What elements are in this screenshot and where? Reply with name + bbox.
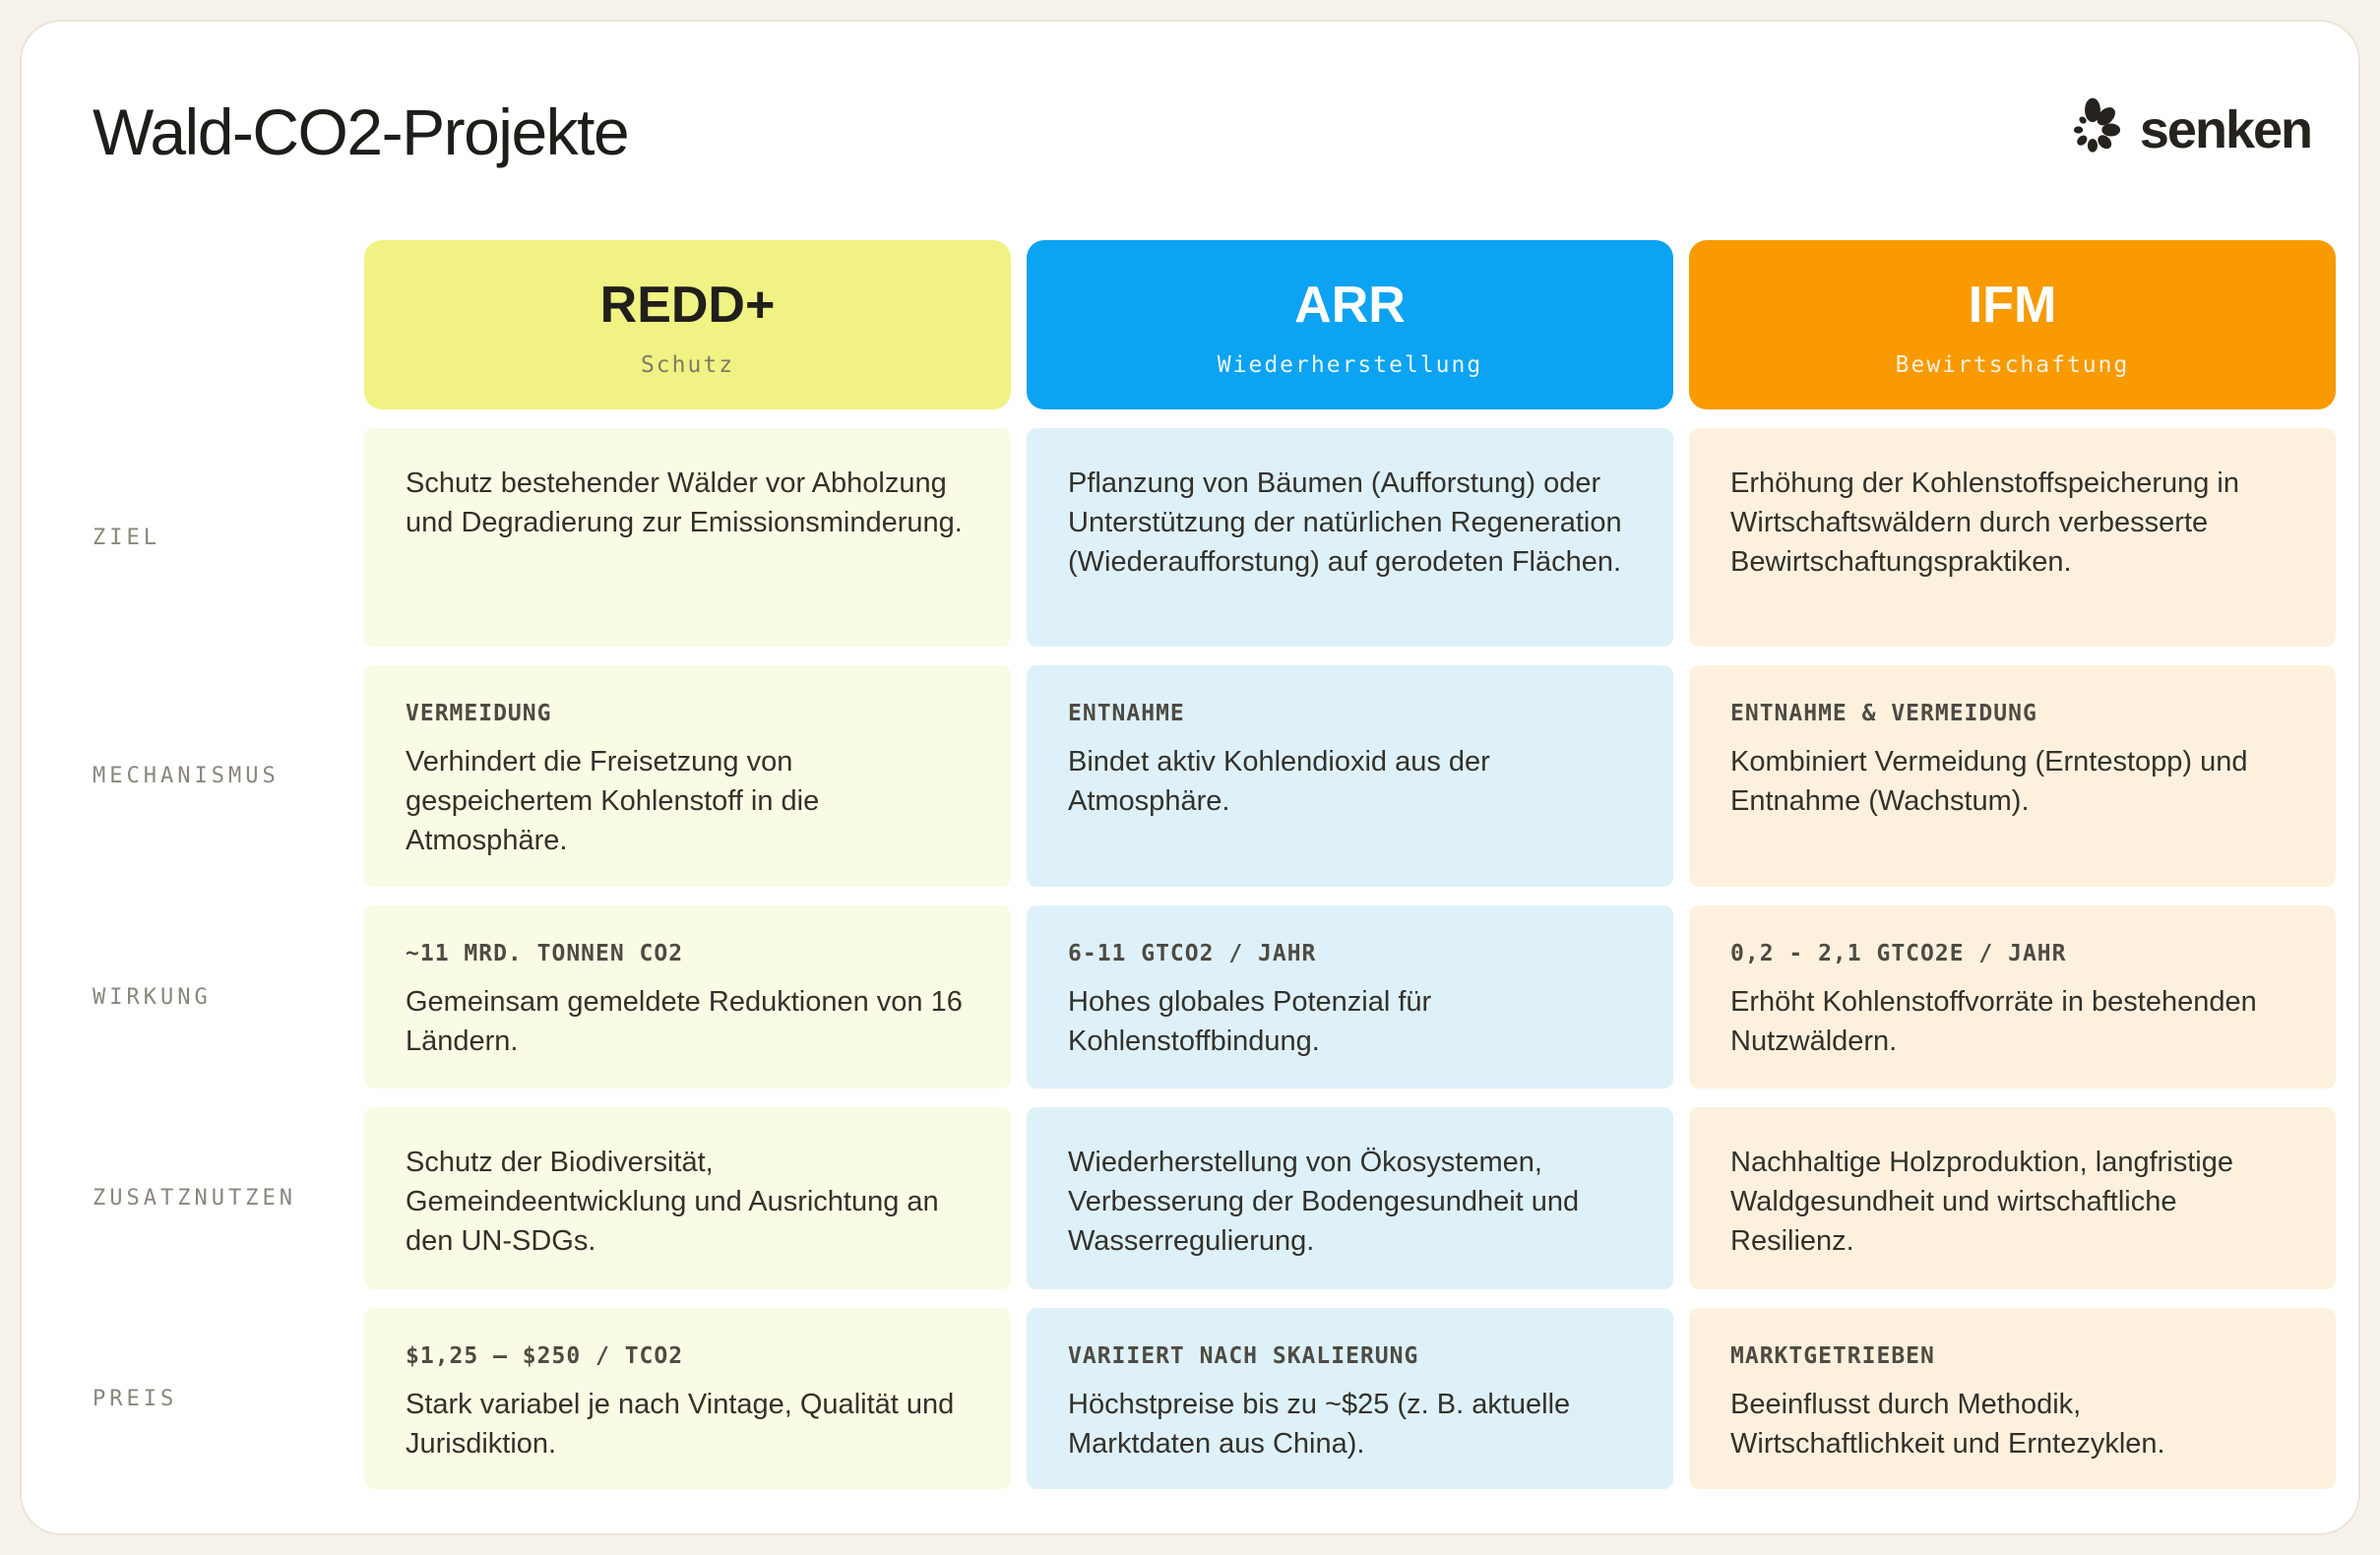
column-title: IFM — [1968, 277, 2057, 334]
row-label-preis: PREIS — [93, 1386, 178, 1411]
cell-tag: 0,2 - 2,1 GTCO2E / JAHR — [1730, 941, 2067, 966]
cell-tag: ENTNAHME — [1068, 701, 1185, 726]
column-header-arr: ARR Wiederherstellung — [1027, 240, 1673, 409]
cell-preis-ifm: MARKTGETRIEBEN Beeinflusst durch Methodi… — [1689, 1308, 2336, 1489]
row-label-zusatznutzen: ZUSATZNUTZEN — [93, 1186, 296, 1211]
cell-body: Verhindert die Freisetzung von gespeiche… — [406, 746, 820, 856]
cell-body: Wiederherstellung von Ökosystemen, Verbe… — [1068, 1147, 1580, 1257]
cell-zusatznutzen-ifm: Nachhaltige Holzproduktion, langfristige… — [1689, 1107, 2336, 1289]
cell-tag: 6-11 GTCO2 / JAHR — [1068, 941, 1317, 966]
cell-mechanismus-arr: ENTNAHME Bindet aktiv Kohlendioxid aus d… — [1027, 665, 1673, 887]
column-subtitle: Schutz — [640, 352, 735, 378]
cell-ziel-redd: Schutz bestehender Wälder vor Abholzung … — [364, 428, 1011, 647]
column-title: ARR — [1294, 277, 1406, 334]
cell-preis-redd: $1,25 — $250 / TCO2 Stark variabel je na… — [364, 1308, 1011, 1489]
column-header-ifm: IFM Bewirtschaftung — [1689, 240, 2336, 409]
header-spacer — [93, 240, 348, 409]
infographic-card: Wald-CO2-Projekte senken REDD+ — [20, 20, 2360, 1535]
column-subtitle: Bewirtschaftung — [1895, 352, 2130, 378]
cell-body: Schutz der Biodiversität, Gemeindeentwic… — [406, 1147, 939, 1257]
cell-body: Gemeinsam gemeldete Reduktionen von 16 L… — [406, 986, 963, 1057]
cell-tag: VERMEIDUNG — [406, 701, 552, 726]
cell-wirkung-redd: ~11 MRD. TONNEN CO2 Gemeinsam gemeldete … — [364, 905, 1011, 1088]
cell-tag: VARIIERT NACH SKALIERUNG — [1068, 1343, 1419, 1369]
cell-zusatznutzen-arr: Wiederherstellung von Ökosystemen, Verbe… — [1027, 1107, 1673, 1289]
column-header-redd: REDD+ Schutz — [364, 240, 1011, 409]
cell-body: Erhöht Kohlenstoffvorräte in bestehenden… — [1730, 986, 2257, 1057]
comparison-table: REDD+ Schutz ARR Wiederherstellung IFM B… — [93, 240, 2336, 1489]
cell-ziel-arr: Pflanzung von Bäumen (Aufforstung) oder … — [1027, 428, 1673, 647]
page-title: Wald-CO2-Projekte — [93, 95, 630, 168]
cell-tag: ~11 MRD. TONNEN CO2 — [406, 941, 684, 966]
row-label-ziel: ZIEL — [93, 525, 160, 550]
cell-body: Kombiniert Vermeidung (Erntestopp) und E… — [1730, 746, 2248, 817]
senken-logo-text: senken — [2139, 100, 2313, 159]
cell-tag: $1,25 — $250 / TCO2 — [406, 1343, 684, 1369]
cell-body: Bindet aktiv Kohlendioxid aus der Atmosp… — [1068, 746, 1490, 817]
cell-ziel-ifm: Erhöhung der Kohlenstoffspeicherung in W… — [1689, 428, 2336, 647]
cell-body: Stark variabel je nach Vintage, Qualität… — [406, 1389, 955, 1460]
cell-body: Erhöhung der Kohlenstoffspeicherung in W… — [1730, 467, 2240, 578]
cell-tag: ENTNAHME & VERMEIDUNG — [1730, 701, 2037, 726]
column-subtitle: Wiederherstellung — [1217, 352, 1483, 378]
senken-flower-icon — [2057, 94, 2128, 165]
column-title: REDD+ — [599, 277, 776, 334]
cell-mechanismus-ifm: ENTNAHME & VERMEIDUNG Kombiniert Vermeid… — [1689, 665, 2336, 887]
cell-body: Nachhaltige Holzproduktion, langfristige… — [1730, 1147, 2234, 1257]
cell-wirkung-ifm: 0,2 - 2,1 GTCO2E / JAHR Erhöht Kohlensto… — [1689, 905, 2336, 1088]
senken-logo: senken — [2057, 94, 2313, 165]
cell-body: Höchstpreise bis zu ~$25 (z. B. aktuelle… — [1068, 1389, 1571, 1460]
cell-tag: MARKTGETRIEBEN — [1730, 1343, 1935, 1369]
cell-body: Pflanzung von Bäumen (Aufforstung) oder … — [1068, 467, 1622, 578]
cell-wirkung-arr: 6-11 GTCO2 / JAHR Hohes globales Potenzi… — [1027, 905, 1673, 1088]
cell-zusatznutzen-redd: Schutz der Biodiversität, Gemeindeentwic… — [364, 1107, 1011, 1289]
cell-body: Schutz bestehender Wälder vor Abholzung … — [406, 467, 963, 538]
cell-body: Beeinflusst durch Methodik, Wirtschaftli… — [1730, 1389, 2165, 1460]
row-label-mechanismus: MECHANISMUS — [93, 764, 280, 788]
cell-body: Hohes globales Potenzial für Kohlenstoff… — [1068, 986, 1432, 1057]
row-label-wirkung: WIRKUNG — [93, 984, 212, 1010]
cell-preis-arr: VARIIERT NACH SKALIERUNG Höchstpreise bi… — [1027, 1308, 1673, 1489]
cell-mechanismus-redd: VERMEIDUNG Verhindert die Freisetzung vo… — [364, 665, 1011, 887]
